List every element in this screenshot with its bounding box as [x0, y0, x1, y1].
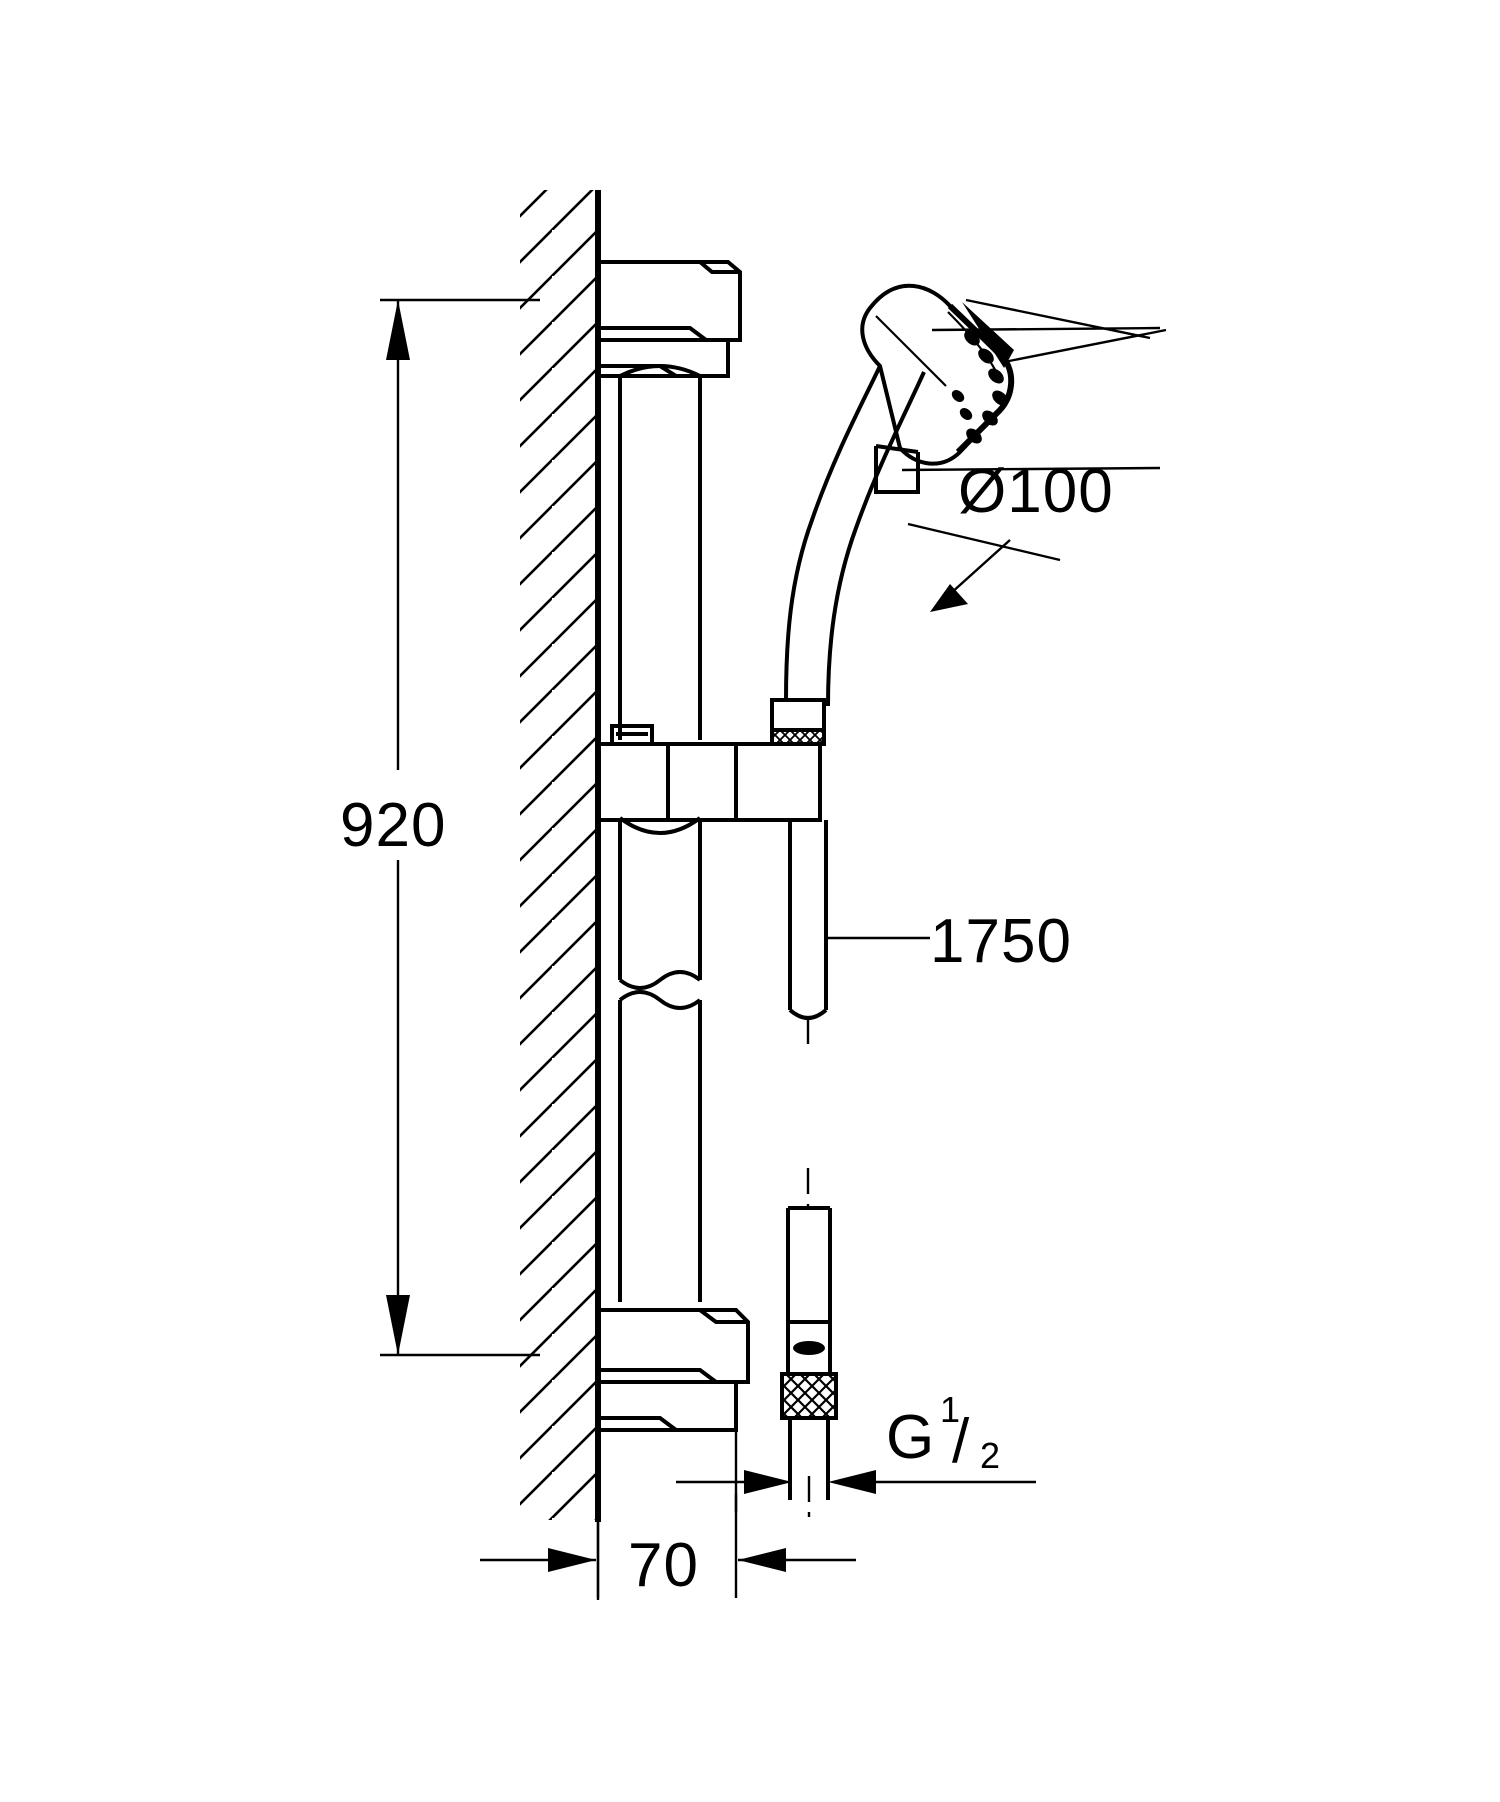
shower-head-diameter-value: Ø100 — [958, 457, 1114, 526]
thread-denominator: 2 — [980, 1435, 1000, 1476]
hose-length-value: 1750 — [930, 907, 1072, 976]
rail-height-value: 920 — [340, 791, 446, 860]
shower-hose — [780, 820, 838, 1520]
shower-rail — [618, 364, 702, 1302]
sliding-hand-shower-holder — [596, 698, 826, 822]
upper-wall-bracket — [596, 260, 742, 378]
hose-nut — [780, 1372, 838, 1420]
hose-length-dimension: 1750 — [826, 907, 1072, 976]
wall-section — [520, 190, 601, 1522]
lower-wall-bracket — [596, 1302, 750, 1600]
wall-offset-value: 70 — [628, 1531, 699, 1600]
thread-prefix: G — [886, 1403, 935, 1472]
shower-head-diameter-dimension: Ø100 — [901, 298, 1167, 612]
thread-dimension: G 1 / 2 — [676, 1389, 1036, 1494]
thread-separator: / — [952, 1407, 970, 1476]
thread-numerator: 1 — [940, 1389, 960, 1430]
hand-shower-head — [784, 283, 1015, 707]
rail-height-dimension: 920 — [330, 298, 540, 1357]
wall-offset-dimension: 70 — [480, 1494, 856, 1600]
